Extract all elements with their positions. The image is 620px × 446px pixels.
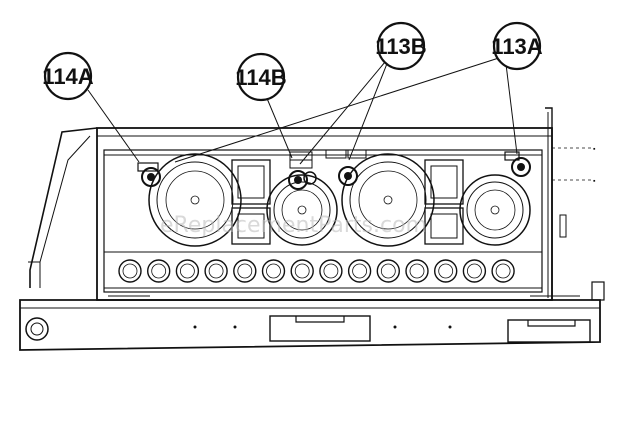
round-opening — [204, 259, 228, 283]
motor-114b — [288, 151, 317, 190]
motors — [137, 149, 531, 190]
leader-lines — [87, 55, 518, 165]
round-opening-inner — [352, 263, 368, 279]
motor-114a — [137, 162, 161, 187]
round-opening-inner — [438, 263, 454, 279]
round-opening — [462, 259, 487, 283]
blower-wheel — [266, 174, 338, 246]
motor-113b — [325, 149, 367, 186]
left-side-panel — [28, 127, 98, 288]
fastener-mark: ▪ — [593, 146, 596, 153]
callout-label: 114B — [235, 65, 286, 90]
round-opening — [261, 259, 286, 283]
round-opening-inner — [237, 263, 253, 279]
round-opening — [376, 259, 400, 283]
callout-114b[interactable]: 114B — [235, 52, 287, 102]
fastener-mark: ▪ — [593, 178, 596, 185]
round-opening-inner — [294, 263, 310, 279]
round-opening-inner — [409, 263, 425, 279]
callout-label: 114A — [42, 64, 93, 89]
callout-label: 113A — [491, 34, 542, 59]
cabinet-frame: ▪ ▪ — [96, 107, 596, 301]
motor-113a — [504, 151, 531, 177]
round-opening-inner — [495, 263, 511, 279]
inlet-housings — [231, 159, 464, 245]
base-skid — [19, 281, 605, 351]
opening-row — [118, 259, 515, 283]
blower-wheel — [341, 153, 435, 247]
round-opening — [175, 259, 200, 283]
round-opening-inner — [466, 263, 482, 279]
blower-wheels — [148, 153, 531, 247]
round-opening — [233, 259, 257, 283]
round-opening-inner — [208, 263, 224, 279]
round-opening-inner — [151, 263, 167, 279]
round-opening-inner — [323, 263, 339, 279]
round-opening — [347, 259, 372, 283]
callout-114a[interactable]: 114A — [42, 51, 94, 101]
round-opening — [405, 259, 429, 283]
callout-113b[interactable]: 113B — [375, 21, 427, 71]
round-opening-inner — [179, 263, 195, 279]
callout-113a[interactable]: 113A — [491, 21, 543, 71]
round-opening-inner — [266, 263, 281, 279]
blower-wheel — [148, 153, 242, 247]
round-opening — [491, 259, 515, 283]
blower-wheel — [459, 174, 531, 246]
round-opening-inner — [380, 263, 396, 279]
round-opening-inner — [122, 263, 138, 279]
watermark: eReplacementParts.com — [160, 213, 427, 238]
round-opening — [146, 259, 171, 283]
round-opening — [319, 259, 343, 283]
lower-rail — [104, 251, 542, 289]
round-opening — [434, 259, 458, 283]
callout-label: 113B — [375, 34, 426, 59]
round-opening — [290, 259, 314, 283]
round-opening — [118, 259, 142, 283]
